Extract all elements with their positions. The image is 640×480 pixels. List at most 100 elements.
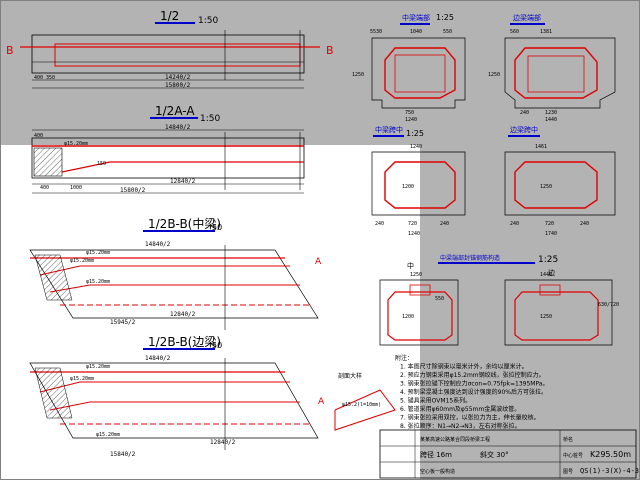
tb-drawing-no: QS(1)-3(X)-4-3 (580, 467, 639, 475)
sec3-mid-outline (379, 279, 459, 346)
sec2-mid-dim-1: 1200 (402, 184, 414, 190)
bb-side-note-3: φ15.20mm (96, 432, 120, 438)
sec-mid-dim-5: 1250 (352, 72, 364, 78)
section-bb-side-view: 1/2B-B(边梁) 50 14840/2 φ15.20mm φ15.20mm … (29, 334, 325, 458)
bb-mid-note-2: φ15.20mm (70, 258, 94, 264)
plan-dim-small: 400 (34, 75, 43, 81)
sec-mid-dim-4: 1240 (405, 117, 417, 123)
tb-sheet-label: 空心板一般构造 (420, 468, 455, 475)
sec3-side-anchor (539, 284, 561, 296)
bb-side-section-a: A (318, 397, 325, 407)
sec3-scale: 1:25 (538, 255, 558, 265)
detail-label: 剖面大样 (338, 372, 362, 380)
sec2-mid-dim-5: 1240 (408, 231, 420, 237)
sec-mid-dim-1: 5530 (370, 29, 382, 35)
sec2-side-dim-3: 720 (545, 221, 554, 227)
tb-stake: K295.50m (590, 450, 631, 459)
aa-title: 1/2A-A (155, 104, 195, 118)
sec2-mid-title: 中梁跨中 (375, 125, 403, 134)
bb-side-anchor-zone (34, 367, 73, 419)
detail-note: φ15.2(l=10mm) (342, 402, 381, 408)
sec2-side-dim-2: 240 (510, 221, 519, 227)
plan-outline (31, 34, 305, 74)
bb-mid-title: 1/2B-B(中梁) (148, 216, 221, 231)
sec-side-dim-3: 1230 (545, 110, 557, 116)
sec-side-inner (527, 55, 585, 93)
sec3-mid-dim-0: 1250 (410, 272, 422, 278)
plan-section-mark-left: B (6, 44, 14, 57)
plan-view: 1/2 1:50 B B 14240/2 15800/2 400 350 (6, 9, 334, 89)
notes-block: 附注：1. 本图尺寸除钢束以毫米计外，余均以厘米计。2. 预应力钢束采用φ15.… (395, 354, 549, 430)
aa-dim-mid: 12840/2 (170, 178, 196, 185)
sec3-side-void (514, 291, 599, 341)
bb-side-dim-mid: 12840/2 (210, 439, 236, 446)
plan-section-mark-right: B (326, 44, 334, 57)
sec-mid-dim-2: 550 (443, 29, 452, 35)
sec3-mid-anchor (409, 284, 431, 296)
aa-anchor-zone (33, 147, 63, 177)
sec-mid-title: 中梁端部 (402, 13, 430, 22)
title-block-frame (379, 429, 637, 479)
bb-mid-section-a: A (315, 257, 322, 267)
aa-note-strand: φ15.20mm (64, 141, 88, 147)
notes-heading: 附注： (395, 354, 413, 362)
sec-side-dim-4: 1440 (545, 117, 557, 123)
plan-dim-bottom: 15800/2 (165, 82, 191, 89)
title-block: 某某高速公路某合同段桥梁工程 跨径 16m 斜交 30° 空心板一般构造 桥名 … (379, 429, 639, 479)
aa-dim-150: 150 (97, 161, 106, 167)
sec-side-dim-2: 240 (520, 110, 529, 116)
note-line: 8. 张拉顺序：N1→N2→N3，左右对称张拉。 (400, 422, 521, 430)
aa-scale: 1:50 (200, 114, 220, 124)
section-anchorage: 中梁端部封锚钢筋构造 1:25 中 边 1250 550 1200 1445 1… (379, 254, 619, 346)
aa-strand-curved (61, 161, 304, 173)
sec3-side-dim-2: 630/720 (598, 302, 619, 308)
aa-dim-1000: 1000 (70, 185, 82, 191)
sec2-mid-outline (371, 151, 466, 216)
sec3-title: 中梁端部封锚钢筋构造 (440, 254, 500, 262)
sec3-mid-void (387, 291, 453, 341)
gray-band-right (420, 145, 640, 480)
sec-side-dim-0: 560 (510, 29, 519, 35)
sec-mid-dim-0: 1040 (410, 29, 422, 35)
bb-side-dim-bottom: 15840/2 (110, 451, 136, 458)
tb-label-b: 中心桩号 (563, 452, 583, 459)
sec-mid-outline (371, 37, 466, 109)
tb-label-a: 桥名 (563, 436, 573, 443)
sec2-side-void (514, 161, 598, 209)
sec2-mid-dim-2: 240 (375, 221, 384, 227)
tb-span: 跨径 16m (420, 450, 452, 459)
plan-dim-total: 14240/2 (165, 74, 191, 81)
aa-outline (31, 137, 305, 179)
bb-side-note-2: φ15.20mm (70, 376, 94, 382)
sec3-mid-dim-2: 1200 (402, 314, 414, 320)
detail-shape (334, 389, 396, 431)
note-line: 1. 本图尺寸除钢束以毫米计外，余均以厘米计。 (400, 363, 528, 371)
bb-side-title: 1/2B-B(边梁) (148, 334, 221, 349)
note-line: 4. 预制梁混凝土强度达到设计强度的90%后方可张拉。 (400, 388, 547, 396)
note-line: 3. 钢束张拉锚下控制应力σcon=0.75fpk=1395MPa。 (400, 380, 549, 388)
sec2-side-outline (504, 151, 616, 216)
sec3-side-label: 边 (548, 268, 555, 277)
sec3-mid-label: 中 (407, 261, 414, 270)
sec2-mid-dim-3: 720 (408, 221, 417, 227)
bb-mid-note-1: φ15.20mm (86, 250, 110, 256)
bb-mid-anchor-zone (34, 254, 73, 301)
white-panel (0, 145, 420, 480)
sec2-side-title: 边梁跨中 (510, 125, 538, 134)
sec2-mid-scale: 1:25 (406, 129, 424, 138)
bb-mid-dim-bottom: 15945/2 (110, 319, 136, 326)
sec3-side-dim-0: 1445 (540, 272, 552, 278)
section-mid-end: 中梁端部 1:25 1040 5530 550 750 1240 1250 (352, 13, 466, 123)
sec-side-void (514, 47, 598, 99)
tb-project: 某某高速公路某合同段桥梁工程 (420, 436, 490, 443)
sec-mid-inner (394, 54, 446, 93)
sec3-mid-dim-1: 550 (435, 296, 444, 302)
bb-mid-scale: 50 (212, 223, 222, 232)
sec3-side-dim-1: 1250 (540, 314, 552, 320)
section-side-span: 边梁跨中 1461 1250 240 720 240 1740 (504, 125, 616, 237)
aa-dim-400: 400 (34, 133, 43, 139)
aa-dim-top: 14840/2 (165, 124, 191, 131)
tb-skew: 斜交 30° (480, 450, 509, 459)
sec3-side-outline (504, 279, 613, 346)
